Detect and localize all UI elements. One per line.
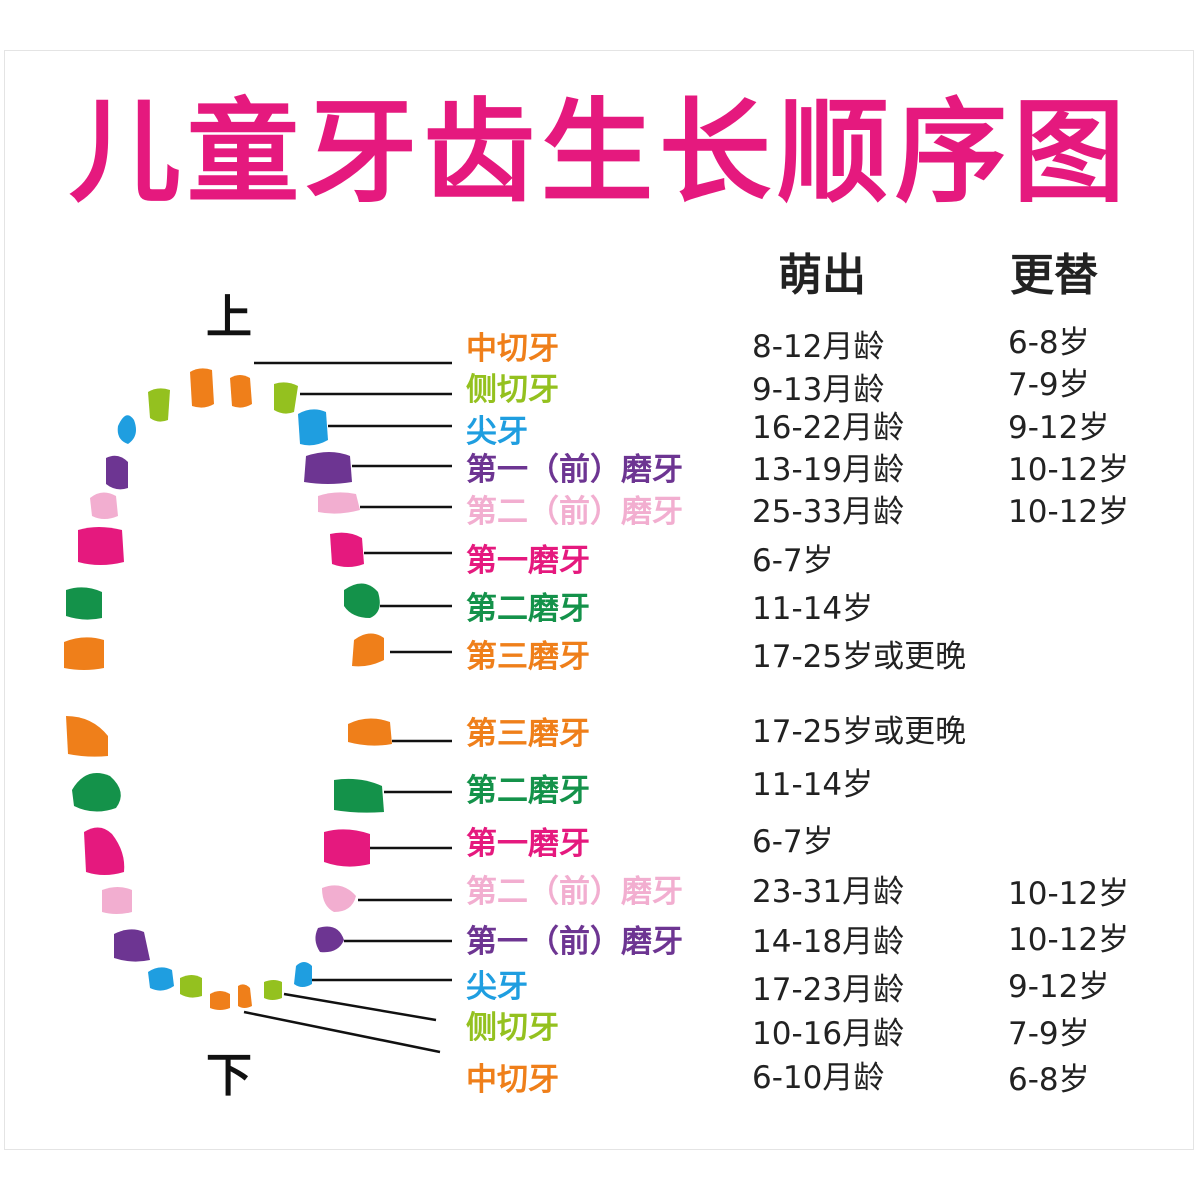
lower-first-molar-label: 第一磨牙: [466, 826, 590, 862]
upper-first-premolar-eruption: 13-19月龄: [752, 452, 905, 488]
upper-central-incisor-label: 中切牙: [466, 331, 559, 367]
lower-first-premolar-replacement: 10-12岁: [1008, 922, 1130, 958]
lower-central-incisor-eruption: 6-10月龄: [752, 1060, 885, 1096]
lower-first-premolar-label: 第一（前）磨牙: [466, 924, 683, 960]
lower-second-premolar-replacement: 10-12岁: [1008, 876, 1130, 912]
upper-second-premolar-replacement: 10-12岁: [1008, 494, 1130, 530]
lower-lateral-incisor-replacement: 7-9岁: [1008, 1016, 1090, 1052]
upper-arch: [64, 368, 384, 670]
lower-first-premolar-eruption: 14-18月龄: [752, 924, 905, 960]
upper-second-premolar-label: 第二（前）磨牙: [466, 494, 683, 530]
upper-right-first-molar-tooth: [78, 527, 124, 565]
lower-lateral-incisor-eruption: 10-16月龄: [752, 1016, 905, 1052]
lower-left-central-incisor-tooth: [238, 984, 252, 1008]
upper-left-central-incisor-tooth: [230, 375, 252, 408]
upper-right-canine-tooth: [117, 415, 136, 444]
poster-frame: [4, 50, 1194, 1150]
upper-first-molar-label: 第一磨牙: [466, 543, 590, 579]
upper-jaw-label: 上: [206, 290, 252, 344]
upper-right-first-premolar-tooth: [106, 455, 128, 490]
lower-right-second-premolar-tooth: [102, 887, 132, 914]
upper-lateral-incisor-label: 侧切牙: [466, 372, 559, 408]
lower-central-incisor-label: 中切牙: [466, 1062, 559, 1098]
upper-lateral-incisor-eruption: 9-13月龄: [752, 372, 885, 408]
upper-canine-eruption: 16-22月龄: [752, 410, 905, 446]
lower-left-first-molar-tooth: [324, 829, 370, 867]
lower-canine-label: 尖牙: [466, 969, 528, 1005]
upper-left-first-molar-tooth: [330, 532, 364, 567]
lower-first-molar-eruption: 6-7岁: [752, 824, 834, 860]
upper-second-molar-eruption: 11-14岁: [752, 591, 874, 627]
lower-central-incisor-replacement: 6-8岁: [1008, 1062, 1090, 1098]
upper-central-incisor-replacement: 6-8岁: [1008, 325, 1090, 361]
lower-second-molar-label: 第二磨牙: [466, 773, 590, 809]
lower-third-molar-eruption: 17-25岁或更晚: [752, 714, 967, 750]
upper-central-incisor-eruption: 8-12月龄: [752, 329, 885, 365]
upper-lateral-incisor-replacement: 7-9岁: [1008, 367, 1090, 403]
page-title: 儿童牙齿生长顺序图: [69, 88, 1131, 218]
lower-second-molar-eruption: 11-14岁: [752, 767, 874, 803]
upper-second-molar-label: 第二磨牙: [466, 591, 590, 627]
leader-line-lower-central-incisor: [243, 1010, 441, 1054]
lower-right-lateral-incisor-tooth: [180, 975, 202, 998]
upper-canine-label: 尖牙: [466, 414, 528, 450]
upper-third-molar-eruption: 17-25岁或更晚: [752, 639, 967, 675]
lower-right-third-molar-tooth: [66, 716, 108, 757]
lower-left-canine-tooth: [294, 962, 312, 987]
lower-right-central-incisor-tooth: [210, 991, 230, 1010]
upper-right-third-molar-tooth: [64, 637, 104, 670]
lower-left-third-molar-tooth: [348, 718, 392, 746]
upper-right-central-incisor-tooth: [190, 368, 214, 408]
lower-right-first-premolar-tooth: [114, 929, 150, 962]
upper-first-premolar-replacement: 10-12岁: [1008, 452, 1130, 488]
lower-third-molar-label: 第三磨牙: [466, 716, 590, 752]
upper-left-second-molar-tooth: [344, 583, 380, 618]
lower-left-second-premolar-tooth: [322, 885, 356, 912]
upper-right-second-premolar-tooth: [90, 492, 118, 519]
lower-arch: [66, 716, 392, 1010]
upper-second-premolar-eruption: 25-33月龄: [752, 494, 905, 530]
upper-third-molar-label: 第三磨牙: [466, 639, 590, 675]
lower-canine-eruption: 17-23月龄: [752, 972, 905, 1008]
upper-left-canine-tooth: [298, 409, 328, 446]
upper-left-lateral-incisor-tooth: [274, 382, 298, 414]
lower-lateral-incisor-label: 侧切牙: [466, 1010, 559, 1046]
lower-second-premolar-label: 第二（前）磨牙: [466, 874, 683, 910]
leader-lines: [243, 361, 452, 1054]
replacement-header: 更替: [1010, 250, 1098, 301]
upper-left-first-premolar-tooth: [304, 452, 352, 484]
upper-left-second-premolar-tooth: [318, 492, 360, 514]
lower-right-canine-tooth: [148, 967, 174, 991]
lower-left-first-premolar-tooth: [315, 926, 344, 953]
upper-left-third-molar-tooth: [352, 633, 384, 667]
lower-right-second-molar-tooth: [72, 773, 121, 812]
lower-right-first-molar-tooth: [84, 827, 125, 875]
upper-right-lateral-incisor-tooth: [148, 388, 170, 422]
lower-canine-replacement: 9-12岁: [1008, 969, 1110, 1005]
upper-first-premolar-label: 第一（前）磨牙: [466, 452, 683, 488]
lower-left-second-molar-tooth: [334, 778, 384, 813]
eruption-header: 萌出: [778, 250, 866, 301]
upper-right-second-molar-tooth: [66, 587, 102, 620]
lower-jaw-label: 下: [206, 1048, 252, 1102]
lower-second-premolar-eruption: 23-31月龄: [752, 874, 905, 910]
lower-left-lateral-incisor-tooth: [264, 980, 282, 1000]
upper-canine-replacement: 9-12岁: [1008, 410, 1110, 446]
upper-first-molar-eruption: 6-7岁: [752, 543, 834, 579]
leader-line-lower-lateral-incisor: [283, 992, 437, 1022]
